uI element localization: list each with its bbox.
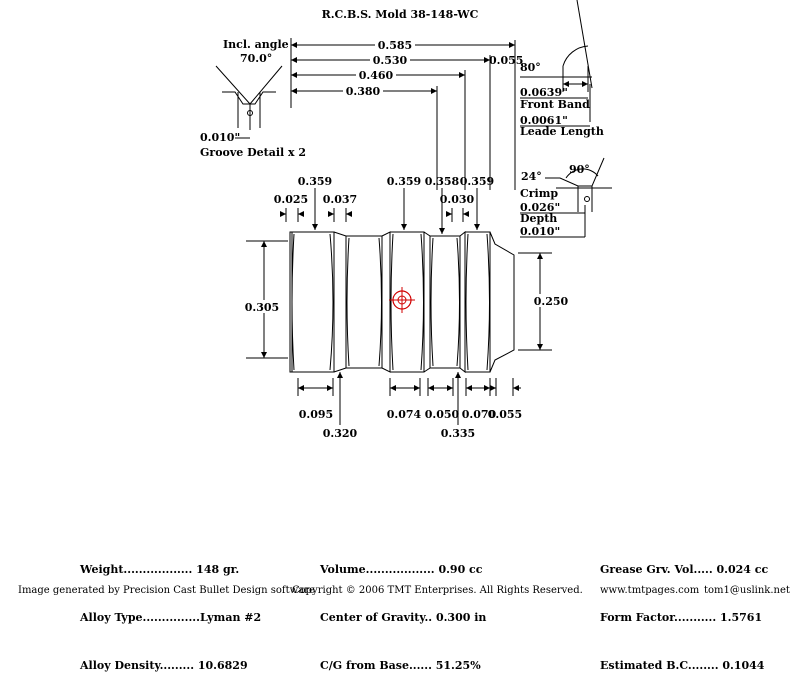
groove-depth-marker: [247, 110, 253, 116]
footer-email-link[interactable]: tom1@uslink.net: [704, 585, 790, 596]
label-bg: [375, 38, 415, 50]
band-4-edge-right: [456, 237, 460, 367]
leade-label: Leade Length: [520, 125, 604, 138]
label-bg: [370, 53, 410, 65]
groove-depth-value: 0.010": [200, 131, 240, 144]
band-2-edge: [346, 237, 350, 367]
dim-0530-label: 0.530: [373, 54, 408, 67]
band-2: [346, 235, 383, 369]
front-band-angle-line: [576, 0, 593, 89]
leade-value: 0.0061": [520, 114, 568, 127]
footer-software-credit: Image generated by Precision Cast Bullet…: [18, 585, 315, 596]
crimp-angle-left: 24°: [521, 170, 542, 183]
diam-label-d: 0.359: [460, 175, 494, 188]
label-bg: [246, 300, 278, 313]
bdim-label-e: 0.335: [441, 427, 475, 440]
crimp-marker: [584, 196, 590, 202]
groove-detail-label: Groove Detail x 2: [200, 146, 306, 159]
label-bg: [343, 84, 383, 96]
bullet-nose: [489, 231, 515, 373]
cg-marker: [389, 287, 415, 313]
band-3-edge-right: [420, 233, 424, 371]
dim-0380-label: 0.380: [346, 85, 381, 98]
groove-angle-value: 70.0°: [240, 52, 272, 65]
band-3: [390, 231, 425, 373]
footer-copyright: Copyright © 2006 TMT Enterprises. All Ri…: [292, 585, 583, 596]
crimp-value: 0.026": [520, 201, 560, 214]
bdim-label-c: 0.074: [387, 408, 422, 421]
stats-column-3: Grease Grv. Vol..... 0.024 cc Form Facto…: [600, 530, 768, 690]
groove-2: [381, 231, 391, 373]
bdim-label-f: 0.070: [462, 408, 497, 421]
width-label-b: 0.037: [323, 193, 357, 206]
band-4: [430, 235, 461, 369]
crimp-angle-arc: [565, 168, 599, 179]
groove-1: [333, 231, 347, 373]
stat-alloy-density: Alloy Density......... 10.6829: [80, 659, 248, 672]
stat-grease-groove-volume: Grease Grv. Vol..... 0.024 cc: [600, 563, 769, 576]
crimp-depth-value: 0.010": [520, 225, 560, 238]
front-band-edge: [465, 233, 469, 371]
width-label-c: 0.030: [440, 193, 475, 206]
bdim-label-a: 0.095: [299, 408, 333, 421]
bdim-label-b: 0.320: [323, 427, 358, 440]
right-dim-label: 0.250: [534, 295, 569, 308]
crimp-depth-label: Depth: [520, 212, 557, 225]
stat-weight: Weight.................. 148 gr.: [80, 563, 240, 576]
width-label-a: 0.025: [274, 193, 308, 206]
label-bg: [534, 294, 568, 307]
left-dim-label: 0.305: [245, 301, 279, 314]
stat-cg-from-base: C/G from Base...... 51.25%: [320, 659, 481, 672]
front-band-edge-right: [486, 233, 490, 371]
bullet-diagram: R.C.B.S. Mold 38-148-WC 0.585 0.530 0.46…: [200, 0, 612, 440]
groove-profile: [222, 91, 276, 105]
stats-column-2: Volume.................. 0.90 cc Center …: [320, 530, 486, 690]
stat-center-of-gravity: Center of Gravity.. 0.300 in: [320, 611, 487, 624]
incl-angle-label: Incl. angle: [223, 38, 289, 51]
groove-angle-lines: [215, 65, 283, 105]
front-band: [465, 231, 491, 373]
band-2-edge-right: [378, 237, 382, 367]
diam-label-c: 0.358: [425, 175, 460, 188]
band-3-edge: [390, 233, 394, 371]
stat-form-factor: Form Factor........... 1.5761: [600, 611, 763, 624]
footer-website-link[interactable]: www.tmtpages.com: [600, 585, 700, 596]
front-band-angle: 80°: [520, 61, 541, 74]
dim-0055-label: 0.055: [489, 54, 523, 67]
crimp-label: Crimp: [520, 187, 558, 200]
bdim-label-d: 0.050: [425, 408, 460, 421]
groove-3: [423, 231, 431, 373]
dim-0585-label: 0.585: [378, 39, 412, 52]
stats-column-1: Weight.................. 148 gr. Alloy T…: [80, 530, 261, 690]
band-1: [292, 231, 335, 373]
diagram-title: R.C.B.S. Mold 38-148-WC: [322, 8, 479, 21]
front-band-angle-arc: [562, 45, 589, 67]
diam-label-b: 0.359: [387, 175, 421, 188]
stat-volume: Volume.................. 0.90 cc: [320, 563, 483, 576]
groove-4: [459, 230, 466, 374]
label-bg: [356, 68, 396, 80]
front-band-value: 0.0639": [520, 86, 568, 99]
band-4-edge: [430, 237, 434, 367]
dim-0460-label: 0.460: [359, 69, 394, 82]
diam-label-a: 0.359: [298, 175, 332, 188]
stat-alloy-type: Alloy Type...............Lyman #2: [80, 611, 262, 624]
bdim-label-g: 0.055: [488, 408, 522, 421]
band-1-edge: [291, 233, 295, 371]
band-1-edge-right: [329, 233, 334, 371]
front-band-label: Front Band: [520, 98, 590, 111]
stat-estimated-bc: Estimated B.C........ 0.1044: [600, 659, 765, 672]
